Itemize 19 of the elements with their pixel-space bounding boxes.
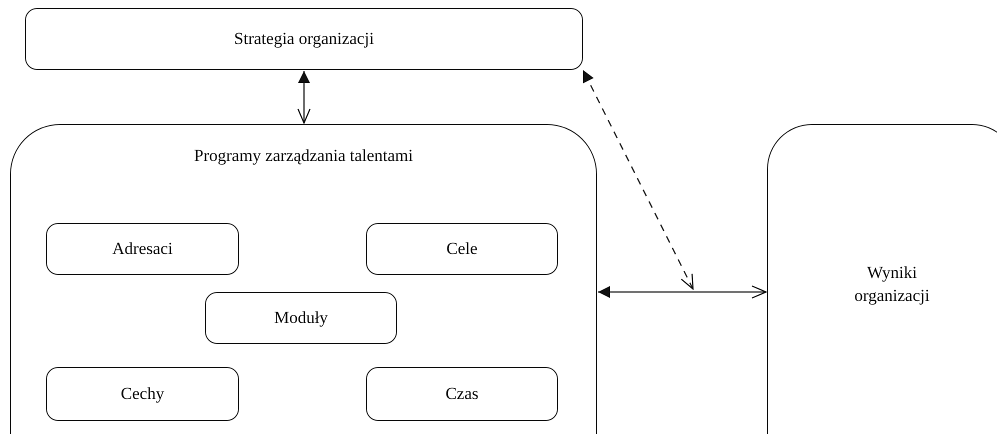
group-box bbox=[10, 124, 597, 434]
arrow bbox=[297, 71, 311, 124]
process-box bbox=[25, 8, 583, 70]
process-box bbox=[767, 124, 997, 434]
node-label: Adresaci bbox=[111, 238, 174, 260]
node-label: Cele bbox=[445, 238, 479, 260]
node-label: Cechy bbox=[120, 382, 166, 405]
process-box bbox=[366, 367, 558, 421]
process-box bbox=[366, 223, 558, 275]
process-box bbox=[46, 367, 239, 421]
node-label: Programy zarządzania talentami bbox=[193, 145, 414, 167]
arrow bbox=[598, 285, 767, 299]
process-box bbox=[205, 292, 397, 344]
node-label: Moduły bbox=[273, 306, 329, 329]
node-label: Wyniki organizacji bbox=[853, 262, 931, 307]
process-box bbox=[46, 223, 239, 275]
node-label: Strategia organizacji bbox=[233, 28, 375, 50]
arrow bbox=[582, 70, 694, 290]
node-label: Czas bbox=[444, 382, 480, 405]
